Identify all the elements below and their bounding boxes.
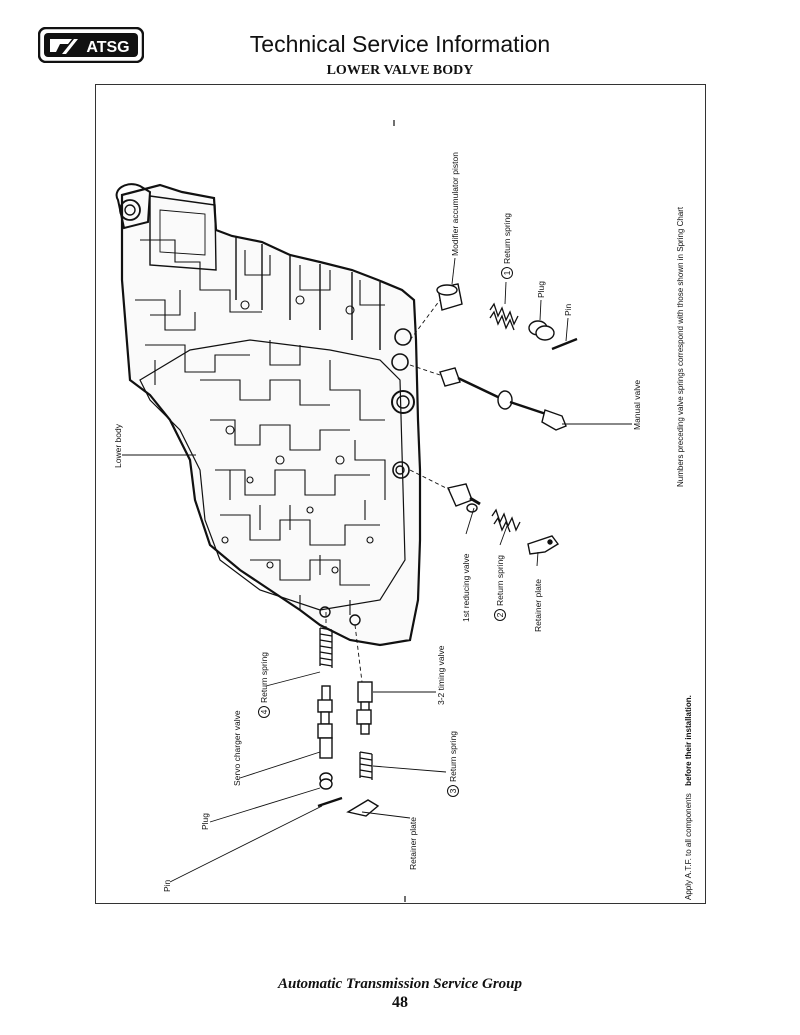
circled-number-3: 3 <box>447 785 459 797</box>
label-timing-valve: 3-2 timing valve <box>436 645 446 705</box>
page-subtitle: LOWER VALVE BODY <box>326 63 474 78</box>
retainer-plate-bottom-part <box>346 799 380 817</box>
assembly-lines <box>325 299 451 683</box>
diagram-frame <box>95 84 706 904</box>
note-atf: Apply A.T.F. to all components before th… <box>678 695 695 900</box>
page-number: 48 <box>392 994 408 1011</box>
svg-text:1: 1 <box>502 270 512 275</box>
atsg-logo: ATSG <box>37 26 145 64</box>
modifier-accumulator-piston <box>436 283 463 311</box>
return-spring-3-part <box>359 751 373 780</box>
footer-organization: Automatic Transmission Service Group <box>277 976 523 992</box>
label-retainer-plate-bottom: Retainer plate <box>408 817 418 870</box>
label-return-spring-3: Return spring <box>448 731 458 782</box>
note-spring-chart: Numbers preceding valve springs correspo… <box>676 206 685 487</box>
pin-top-part <box>551 337 578 351</box>
label-plug-top: Plug <box>536 281 546 298</box>
servo-charger-valve-part <box>317 685 333 759</box>
leader-lines <box>122 257 632 883</box>
wing-icon <box>50 39 72 52</box>
label-manual-valve: Manual valve <box>632 380 642 430</box>
exploded-diagram: Modifier accumulator piston 1 Return spr… <box>96 85 705 903</box>
label-return-spring-2: Return spring <box>495 555 505 606</box>
circled-number-1: 1 <box>501 267 513 279</box>
manual-valve-part <box>439 367 567 431</box>
svg-text:4: 4 <box>259 709 269 714</box>
label-pin-bottom: Pin <box>162 879 172 892</box>
return-spring-2-part <box>491 508 521 533</box>
circled-number-4: 4 <box>258 706 270 718</box>
fluid-passages <box>135 239 386 615</box>
plug-bottom-part <box>319 772 333 790</box>
label-plug-bottom: Plug <box>200 813 210 830</box>
svg-text:2: 2 <box>495 612 505 617</box>
return-spring-1-part <box>489 302 519 331</box>
label-lower-body: Lower body <box>113 423 123 468</box>
lower-valve-body-drawing <box>115 183 422 647</box>
label-modifier-accumulator-piston: Modifier accumulator piston <box>450 152 460 256</box>
label-return-spring-4: Return spring <box>259 652 269 703</box>
label-retainer-plate-right: Retainer plate <box>533 579 543 632</box>
label-reducing-valve: 1st reducing valve <box>461 553 471 622</box>
svg-text:3: 3 <box>448 788 458 793</box>
pin-bottom-part <box>317 796 343 808</box>
logo-text: ATSG <box>86 39 129 56</box>
plug-top-part <box>528 320 555 341</box>
return-spring-4-part <box>319 627 333 668</box>
label-pin-top: Pin <box>563 303 573 316</box>
label-return-spring-1: Return spring <box>502 213 512 264</box>
retainer-plate-right-part <box>527 535 560 555</box>
reducing-valve-part <box>447 483 481 513</box>
page-title: Technical Service Information <box>249 31 551 57</box>
timing-valve-part <box>356 681 373 735</box>
circled-number-2: 2 <box>494 609 506 621</box>
label-servo-charger-valve: Servo charger valve <box>232 710 242 786</box>
